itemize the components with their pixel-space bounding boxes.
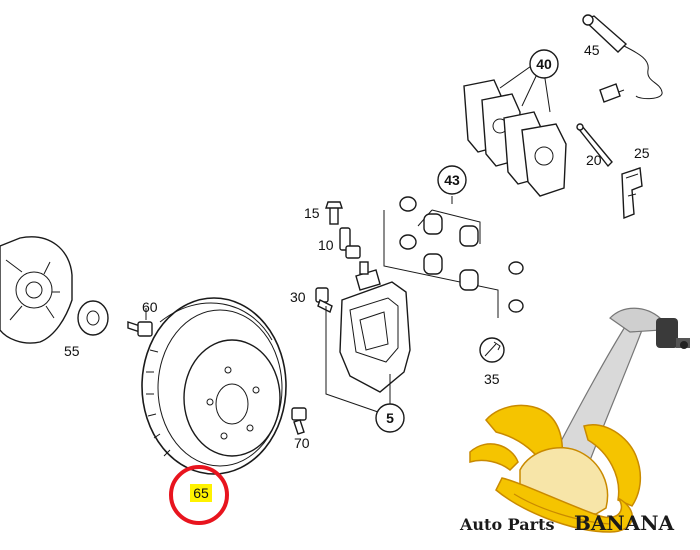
caliper-bolt-10 (339, 227, 361, 259)
label-35: 35 (484, 371, 500, 387)
bleeder-screw (325, 201, 343, 225)
brand-name: BANANA (574, 511, 675, 535)
highlight-part-65: 65 (169, 465, 229, 525)
label-15: 15 (304, 205, 320, 221)
brand-logo: Auto Parts BANANA (459, 307, 690, 535)
label-25: 25 (634, 145, 650, 161)
svg-text:43: 43 (444, 172, 460, 188)
bolt-70 (291, 407, 307, 435)
banana-image (469, 404, 642, 533)
washer (77, 300, 109, 336)
brake-disc (141, 297, 287, 475)
callout-bubble-43: 43 (437, 165, 467, 195)
leader-5 (325, 306, 391, 413)
bolt-60 (127, 308, 153, 337)
label-70: 70 (294, 435, 310, 451)
callout-bubble-40: 40 (529, 49, 559, 79)
highlight-box (190, 484, 212, 502)
label-10: 10 (318, 237, 334, 253)
brake-pads (463, 63, 567, 197)
label-65: 65 (193, 485, 209, 501)
brake-caliper (339, 261, 411, 393)
svg-text:40: 40 (536, 56, 552, 72)
bolt-30 (315, 287, 333, 313)
control-arm-image (547, 307, 690, 477)
spring-clip (621, 167, 643, 220)
label-45: 45 (584, 42, 600, 58)
wrench-symbol (479, 337, 505, 363)
svg-text:5: 5 (386, 410, 394, 426)
highlight-circle (169, 465, 229, 525)
label-30: 30 (290, 289, 306, 305)
guide-pin-kit (383, 196, 524, 318)
wear-sensor (582, 14, 663, 103)
label-55: 55 (64, 343, 80, 359)
label-20: 20 (586, 152, 602, 168)
callout-bubble-5: 5 (375, 403, 405, 433)
label-60: 60 (142, 299, 158, 315)
dust-shield (0, 236, 73, 344)
brand-prefix: Auto Parts (459, 515, 554, 534)
pad-pin (576, 123, 613, 168)
